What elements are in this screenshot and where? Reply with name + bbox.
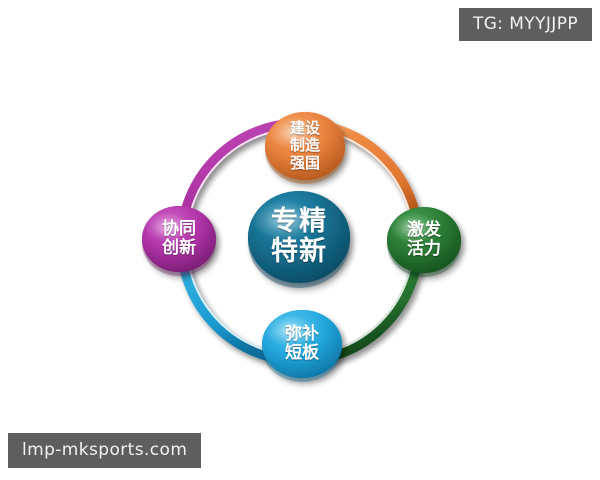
center-node[interactable] [248, 191, 350, 288]
node-bottom[interactable] [262, 310, 342, 382]
node-top[interactable] [265, 112, 345, 184]
node-left[interactable] [142, 206, 216, 276]
tag-watermark-badge: TG: MYYJJPP [458, 8, 592, 41]
site-watermark-badge: lmp-mksports.com [8, 433, 202, 468]
node-right[interactable] [387, 207, 461, 277]
